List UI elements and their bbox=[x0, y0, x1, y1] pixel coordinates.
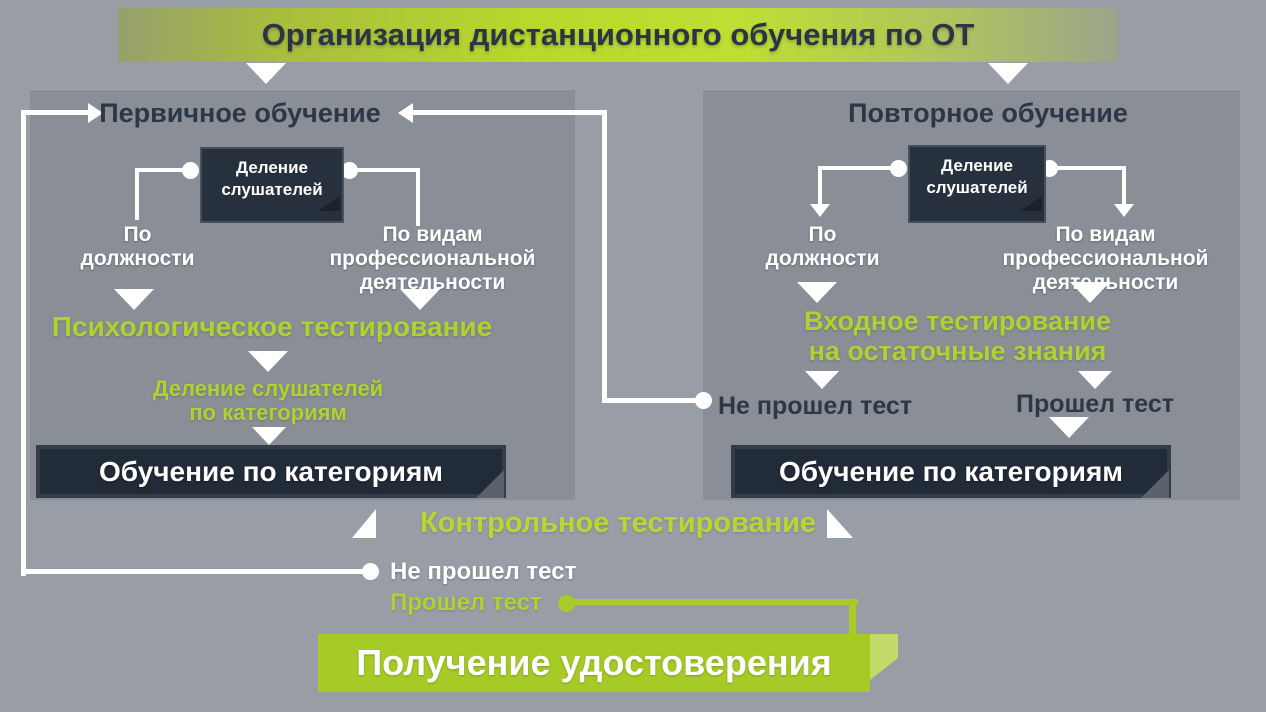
by-position-line1: По bbox=[808, 223, 837, 246]
categorization-line1: Деление слушателей bbox=[152, 376, 384, 401]
arrow-down-icon bbox=[1078, 371, 1112, 389]
arrow-left-icon bbox=[398, 103, 413, 123]
arrow-right-icon bbox=[88, 103, 103, 123]
connector-line bbox=[1122, 166, 1126, 206]
connector-line bbox=[820, 166, 894, 170]
by-activity-line2: профессиональной bbox=[329, 247, 536, 270]
arrow-down-icon bbox=[114, 289, 154, 310]
control-fail-label: Не прошел тест bbox=[390, 558, 577, 585]
division-box: Деление слушателей bbox=[908, 145, 1046, 223]
slide-title: Организация дистанционного обучения по О… bbox=[118, 8, 1118, 62]
division-box-line1: Деление bbox=[236, 158, 308, 177]
corner-fold bbox=[870, 634, 898, 680]
connector-line bbox=[416, 168, 420, 226]
by-activity-line3: деятельности bbox=[359, 271, 506, 294]
connector-dot bbox=[341, 162, 358, 179]
arrow-down-icon bbox=[1114, 204, 1134, 217]
arrow-down-icon bbox=[1070, 282, 1110, 303]
by-position-line1: По bbox=[123, 223, 152, 246]
by-activity-label: По видам профессиональной деятельности bbox=[300, 223, 565, 295]
by-position-line2: должности bbox=[80, 247, 195, 270]
connector-repeat-fail-vertical bbox=[602, 110, 607, 403]
training-by-categories-box: Обучение по категориям bbox=[731, 445, 1171, 498]
repeat-fail-label: Не прошел тест bbox=[718, 392, 913, 420]
connector-repeat-fail-bottom bbox=[602, 398, 702, 403]
by-position-line2: должности bbox=[765, 247, 880, 270]
connector-dot bbox=[362, 563, 379, 580]
categorization-label: Деление слушателей по категориям bbox=[60, 377, 476, 425]
arrow-down-icon bbox=[810, 204, 830, 217]
arrow-up-left-icon bbox=[352, 509, 376, 538]
control-testing-label: Контрольное тестирование bbox=[419, 507, 817, 539]
connector-fail-loop-vertical bbox=[21, 110, 26, 576]
arrow-down-icon bbox=[1049, 417, 1089, 438]
connector-dot bbox=[182, 162, 199, 179]
connector-line bbox=[352, 168, 420, 172]
psych-testing-label: Психологическое тестирование bbox=[51, 311, 493, 342]
connector-pass-vertical bbox=[849, 599, 856, 637]
primary-training-header: Первичное обучение bbox=[99, 98, 381, 128]
by-activity-line2: профессиональной bbox=[1002, 247, 1209, 270]
division-box-line2: слушателей bbox=[926, 178, 1028, 198]
arrow-down-icon bbox=[797, 282, 837, 303]
arrow-down-icon bbox=[805, 371, 839, 389]
arrow-down-icon bbox=[400, 289, 440, 310]
entrance-testing-line2: на остаточные знания bbox=[808, 336, 1107, 366]
entrance-testing-label: Входное тестирование на остаточные знани… bbox=[735, 306, 1180, 366]
connector-fail-loop-bottom bbox=[21, 569, 367, 574]
arrow-down-icon bbox=[988, 63, 1028, 84]
entrance-testing-line1: Входное тестирование bbox=[804, 306, 1111, 336]
arrow-down-icon bbox=[246, 63, 286, 84]
arrow-down-icon bbox=[248, 351, 288, 372]
by-position-label: По должности bbox=[745, 223, 900, 271]
connector-dot bbox=[890, 160, 907, 177]
connector-pass-horizontal bbox=[566, 599, 858, 605]
by-position-label: По должности bbox=[55, 223, 220, 271]
repeat-training-header: Повторное обучение bbox=[848, 98, 1128, 128]
certificate-box: Получение удостоверения bbox=[318, 634, 870, 692]
connector-dot bbox=[695, 392, 712, 409]
connector-repeat-fail-top bbox=[412, 110, 607, 115]
connector-line bbox=[135, 168, 139, 220]
connector-line bbox=[818, 166, 822, 206]
connector-line bbox=[1052, 166, 1126, 170]
division-box-line2: слушателей bbox=[221, 180, 323, 200]
by-activity-line1: По видам bbox=[1055, 223, 1156, 246]
division-box: Деление слушателей bbox=[200, 147, 344, 223]
control-pass-label: Прошел тест bbox=[390, 589, 542, 616]
categorization-line2: по категориям bbox=[189, 400, 347, 425]
division-box-line1: Деление bbox=[941, 156, 1013, 175]
training-by-categories-box: Обучение по категориям bbox=[36, 445, 506, 498]
by-activity-line1: По видам bbox=[382, 223, 483, 246]
arrow-down-icon bbox=[252, 427, 286, 445]
repeat-pass-label: Прошел тест bbox=[1015, 390, 1175, 418]
connector-line bbox=[137, 168, 189, 172]
connector-fail-loop-top bbox=[21, 110, 89, 115]
